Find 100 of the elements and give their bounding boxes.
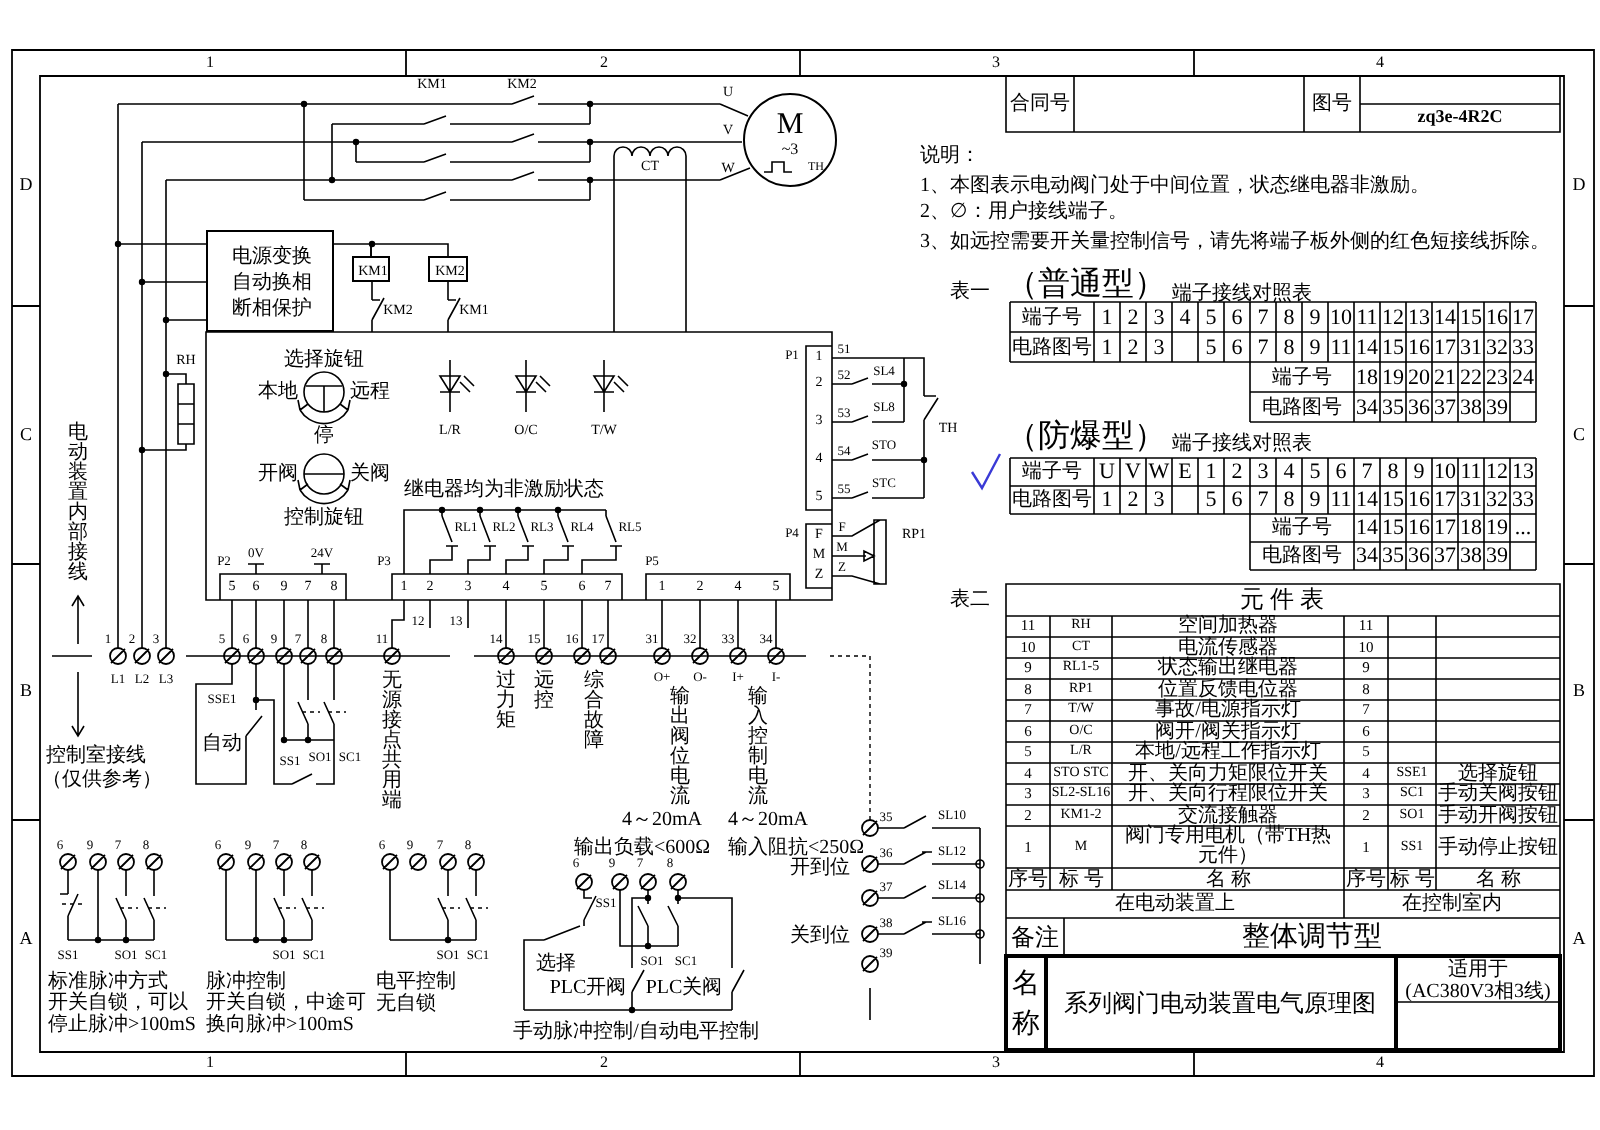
motor-label: M [776,111,804,141]
frame-zone-number: 4 [1376,55,1384,73]
table-entry: 7 [1257,487,1269,513]
table-entry: 35 [1382,394,1404,420]
table-entry: 本地/远程工作指示灯 [1135,741,1321,764]
table-caption: 表二 [950,589,990,611]
mode-title: 脉冲控制 [206,971,286,993]
note-text: 3、如远控需要开关量控制信号，请先将端子板外侧的红色短接线拆除。 [920,231,1550,253]
table-entry: 10 [1434,459,1456,485]
frame-zone-number: 3 [992,55,1000,73]
table-entry: 开、关向力矩限位开关 [1128,762,1328,785]
table-entry: 22 [1460,364,1482,390]
mode-description: 开关自锁，中途可换向脉冲>100mS [206,994,368,1036]
table-entry: 8 [1283,334,1295,360]
table-entry: 33 [1512,334,1534,360]
table-entry: 13 [1512,459,1534,485]
table-entry: 16 [1408,334,1430,360]
mode-description: 开关自锁，可以停止脉冲>100mS [48,994,198,1036]
knob-label: 本地 [258,381,298,403]
table-entry: 15 [1460,304,1482,330]
title-label: 名称 [1012,967,1040,1044]
table-entry: 15 [1382,515,1404,541]
table-entry: 9 [1413,459,1425,485]
table-header: 在电动装置上 [1115,893,1235,915]
table-entry: 17 [1434,334,1456,360]
table-entry: V [1125,459,1141,485]
form-field-label: 图号 [1312,93,1352,115]
table-entry: 状态输出继电器 [1158,657,1298,680]
mode-title: 标准脉冲方式 [48,971,168,993]
frame-zone-letter: B [1573,682,1585,702]
table-entry: 15 [1382,334,1404,360]
table-entry: 9 [1309,334,1321,360]
side-note: 控制室接线 [46,745,146,767]
table-entry: 35 [1382,543,1404,569]
table-header: 备注 [1011,923,1059,951]
table-entry: 4 [1283,459,1295,485]
table-header: 标 号 [1389,868,1435,890]
frame-zone-number: 1 [206,55,214,73]
power-module-box [206,230,334,332]
table-entry: 14 [1434,304,1456,330]
knob-label: 停 [314,425,334,447]
table-entry: 电流传感器 [1178,636,1278,659]
motor-label: ~3 [781,142,799,158]
terminal-description: 综合故障 [584,672,604,752]
table-entry: 13 [1408,304,1430,330]
position-label: 开到位 [790,857,850,879]
table-caption: 端子接线对照表 [1172,433,1312,455]
table-entry: 36 [1408,394,1430,420]
note-text: 输入阻抗<250Ω [727,837,865,859]
table-header: 电路图号 [1262,396,1342,418]
table-entry: 34 [1356,394,1378,420]
frame-zone-number: 4 [1376,1055,1384,1073]
table-entry: 34 [1356,543,1378,569]
mode-description: 无自锁 [376,993,436,1015]
table-entry: 2 [1127,487,1139,513]
table-entry: 6 [1231,334,1243,360]
table-entry: 1 [1205,459,1217,485]
table-entry: U [1099,459,1115,485]
knob-label: 选择旋钮 [284,349,364,371]
table-entry: 8 [1387,459,1399,485]
table-entry: 23 [1486,364,1508,390]
table-title: 元 件 表 [1240,586,1324,614]
table-entry: 16 [1408,515,1430,541]
note-text: 2、∅：用户接线端子。 [920,201,1128,223]
table-entry: 14 [1356,487,1378,513]
table-header: 电路图号 [1012,336,1092,358]
table-entry: 5 [1205,334,1217,360]
table-header: 端子号 [1022,461,1082,483]
table-entry: 开、关向行程限位开关 [1128,783,1328,806]
knob-label: 关阀 [350,463,390,485]
table-entry: 3 [1257,459,1269,485]
table-entry: 39 [1486,394,1508,420]
table-entry: 阀门专用电机（带TH热元件） [1122,826,1334,868]
terminal-description: 远控 [534,672,554,712]
table-header: 端子号 [1022,306,1082,328]
module-function: 自动换相 [232,274,312,294]
table-caption: 表一 [950,281,990,303]
table-entry: 6 [1335,459,1347,485]
table-entry: 37 [1434,543,1456,569]
table-entry: 17 [1512,304,1534,330]
table-entry: 2 [1231,459,1243,485]
table-entry: 1 [1101,487,1113,513]
table-entry: 18 [1460,515,1482,541]
position-label: 关到位 [790,925,850,947]
switch-label: 自动 [202,733,242,755]
table-entry: 31 [1460,487,1482,513]
signal-range: 4～20mA [728,809,808,831]
frame-zone-letter: A [1572,930,1586,950]
wire [370,243,449,257]
wire [333,243,372,257]
table-entry: 12 [1382,304,1404,330]
table-header: 电路图号 [1262,545,1342,567]
table-entry: 11 [1330,487,1352,513]
table-entry: 6 [1231,304,1243,330]
table-entry: 位置反馈电位器 [1158,678,1298,701]
table-entry: 6 [1231,487,1243,513]
table-entry: 36 [1408,543,1430,569]
table-entry: 14 [1356,334,1378,360]
table-entry: 3 [1153,334,1165,360]
frame-zone-letter: D [19,176,33,196]
